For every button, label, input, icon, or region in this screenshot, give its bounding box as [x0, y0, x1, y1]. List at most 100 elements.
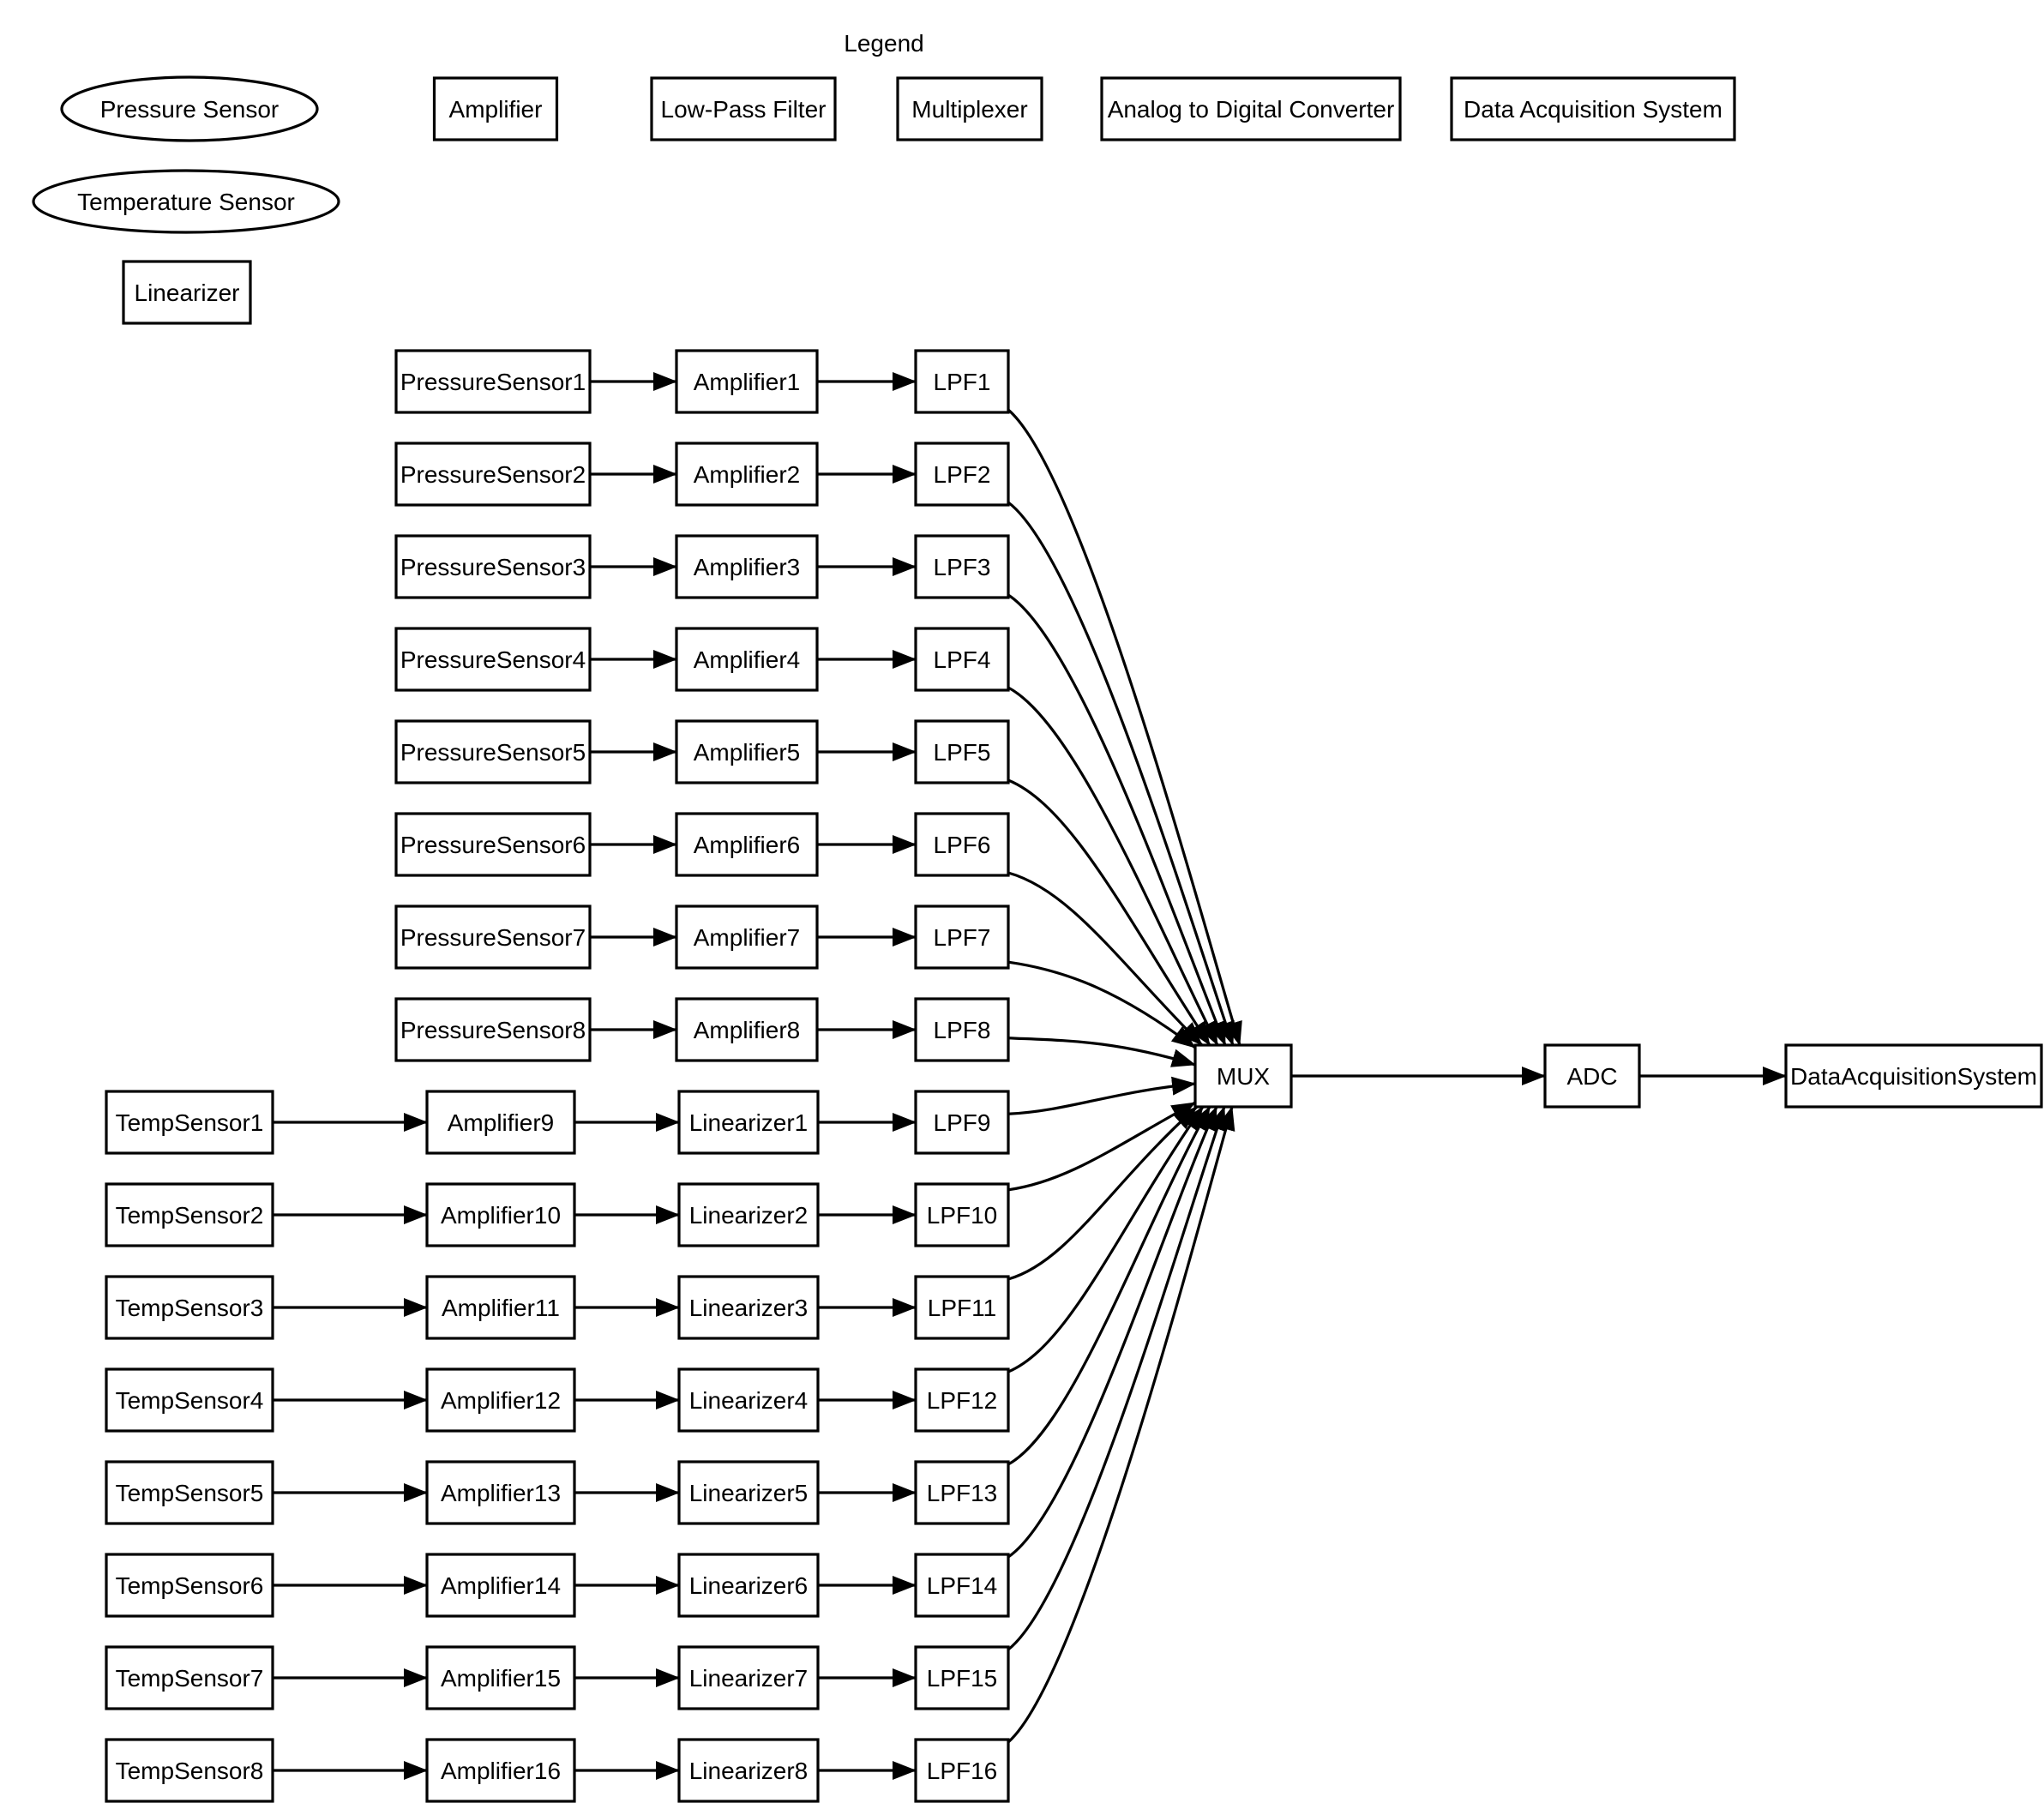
- node-box: [122, 260, 252, 325]
- node-amplifier11: Amplifier11: [425, 1275, 576, 1340]
- node-amplifier5: Amplifier5: [675, 719, 819, 784]
- node-box: [425, 1645, 576, 1710]
- node-box: [675, 349, 819, 414]
- node-box: [675, 997, 819, 1062]
- node-linearizer6: Linearizer6: [677, 1553, 820, 1618]
- node-box: [677, 1553, 820, 1618]
- node-lpf6: LPF6: [914, 812, 1010, 877]
- node-label: Amplifier4: [694, 646, 800, 673]
- node-linearizer8: Linearizer8: [677, 1738, 820, 1803]
- node-box: [914, 1367, 1010, 1433]
- node-box: [425, 1275, 576, 1340]
- node-linearizer3: Linearizer3: [677, 1275, 820, 1340]
- node-lpf15: LPF15: [914, 1645, 1010, 1710]
- node-label: LPF11: [928, 1295, 996, 1321]
- node-tempsensor5: TempSensor5: [105, 1460, 274, 1525]
- node-label: PressureSensor6: [400, 832, 586, 858]
- node-lpf16: LPF16: [914, 1738, 1010, 1803]
- legend-item-analog-to-digital-converter: Analog to Digital Converter: [1100, 76, 1402, 141]
- edges-layer: [273, 372, 1787, 1780]
- node-box: [914, 719, 1010, 784]
- node-label: TempSensor8: [116, 1758, 264, 1784]
- node-linearizer7: Linearizer7: [677, 1645, 820, 1710]
- node-label: Amplifier15: [441, 1665, 561, 1692]
- node-box: [914, 1553, 1010, 1618]
- node-tempsensor4: TempSensor4: [105, 1367, 274, 1433]
- node-box: [677, 1645, 820, 1710]
- node-label: LPF5: [934, 739, 991, 766]
- node-box: [1450, 76, 1736, 141]
- edge-lpf6-mux: [1007, 871, 1204, 1047]
- node-mux: MUX: [1193, 1043, 1293, 1109]
- node-label: Linearizer: [135, 279, 240, 306]
- node-lpf11: LPF11: [914, 1275, 1010, 1340]
- node-label: Amplifier: [449, 96, 543, 123]
- node-amplifier12: Amplifier12: [425, 1367, 576, 1433]
- node-label: LPF12: [927, 1387, 998, 1414]
- node-linearizer4: Linearizer4: [677, 1367, 820, 1433]
- node-label: LPF16: [927, 1758, 998, 1784]
- node-label: TempSensor6: [116, 1572, 264, 1599]
- node-pressuresensor4: PressureSensor4: [394, 627, 592, 692]
- node-box: [425, 1553, 576, 1618]
- node-label: LPF3: [934, 554, 991, 580]
- node-amplifier10: Amplifier10: [425, 1182, 576, 1247]
- node-label: TempSensor2: [116, 1202, 264, 1229]
- node-lpf4: LPF4: [914, 627, 1010, 692]
- node-pressuresensor2: PressureSensor2: [394, 442, 592, 507]
- node-linearizer1: Linearizer1: [677, 1090, 820, 1155]
- legend-item-multiplexer: Multiplexer: [896, 76, 1043, 141]
- node-tempsensor7: TempSensor7: [105, 1645, 274, 1710]
- node-amplifier13: Amplifier13: [425, 1460, 576, 1525]
- node-label: PressureSensor7: [400, 924, 586, 951]
- node-lpf13: LPF13: [914, 1460, 1010, 1525]
- node-box: [394, 534, 592, 599]
- node-box: [675, 904, 819, 970]
- node-box: [914, 997, 1010, 1062]
- node-amplifier15: Amplifier15: [425, 1645, 576, 1710]
- node-label: Amplifier12: [441, 1387, 561, 1414]
- node-box: [394, 904, 592, 970]
- node-pressuresensor8: PressureSensor8: [394, 997, 592, 1062]
- node-label: Amplifier2: [694, 461, 800, 488]
- node-box: [1100, 76, 1402, 141]
- edge-lpf3-mux: [1007, 593, 1227, 1046]
- node-label: Amplifier10: [441, 1202, 561, 1229]
- node-label: Linearizer1: [689, 1109, 809, 1136]
- legend-item-amplifier: Amplifier: [432, 76, 559, 141]
- node-label: LPF13: [927, 1480, 998, 1506]
- edge-lpf10-mux: [1007, 1101, 1196, 1192]
- node-box: [425, 1460, 576, 1525]
- node-lpf8: LPF8: [914, 997, 1010, 1062]
- node-label: Amplifier3: [694, 554, 800, 580]
- legend-item-data-acquisition-system: Data Acquisition System: [1450, 76, 1736, 141]
- node-lpf5: LPF5: [914, 719, 1010, 784]
- node-box: [914, 1275, 1010, 1340]
- node-label: LPF7: [934, 924, 991, 951]
- node-label: MUX: [1217, 1063, 1271, 1090]
- node-label: PressureSensor2: [400, 461, 586, 488]
- node-ellipse: [60, 75, 319, 142]
- node-box: [105, 1367, 274, 1433]
- node-amplifier14: Amplifier14: [425, 1553, 576, 1618]
- node-label: PressureSensor5: [400, 739, 586, 766]
- node-box: [914, 627, 1010, 692]
- edge-lpf14-mux: [1007, 1106, 1218, 1559]
- node-box: [914, 1460, 1010, 1525]
- node-label: PressureSensor1: [400, 369, 586, 395]
- node-box: [677, 1738, 820, 1803]
- node-pressuresensor3: PressureSensor3: [394, 534, 592, 599]
- node-label: LPF2: [934, 461, 991, 488]
- legend-item-pressure-sensor: Pressure Sensor: [60, 75, 319, 142]
- node-label: Amplifier8: [694, 1017, 800, 1043]
- node-lpf14: LPF14: [914, 1553, 1010, 1618]
- node-tempsensor3: TempSensor3: [105, 1275, 274, 1340]
- node-label: TempSensor1: [116, 1109, 264, 1136]
- node-label: LPF9: [934, 1109, 991, 1136]
- node-label: LPF4: [934, 646, 991, 673]
- node-box: [677, 1182, 820, 1247]
- node-label: TempSensor4: [116, 1387, 264, 1414]
- node-label: TempSensor5: [116, 1480, 264, 1506]
- legend-item-temperature-sensor: Temperature Sensor: [32, 169, 340, 234]
- node-pressuresensor6: PressureSensor6: [394, 812, 592, 877]
